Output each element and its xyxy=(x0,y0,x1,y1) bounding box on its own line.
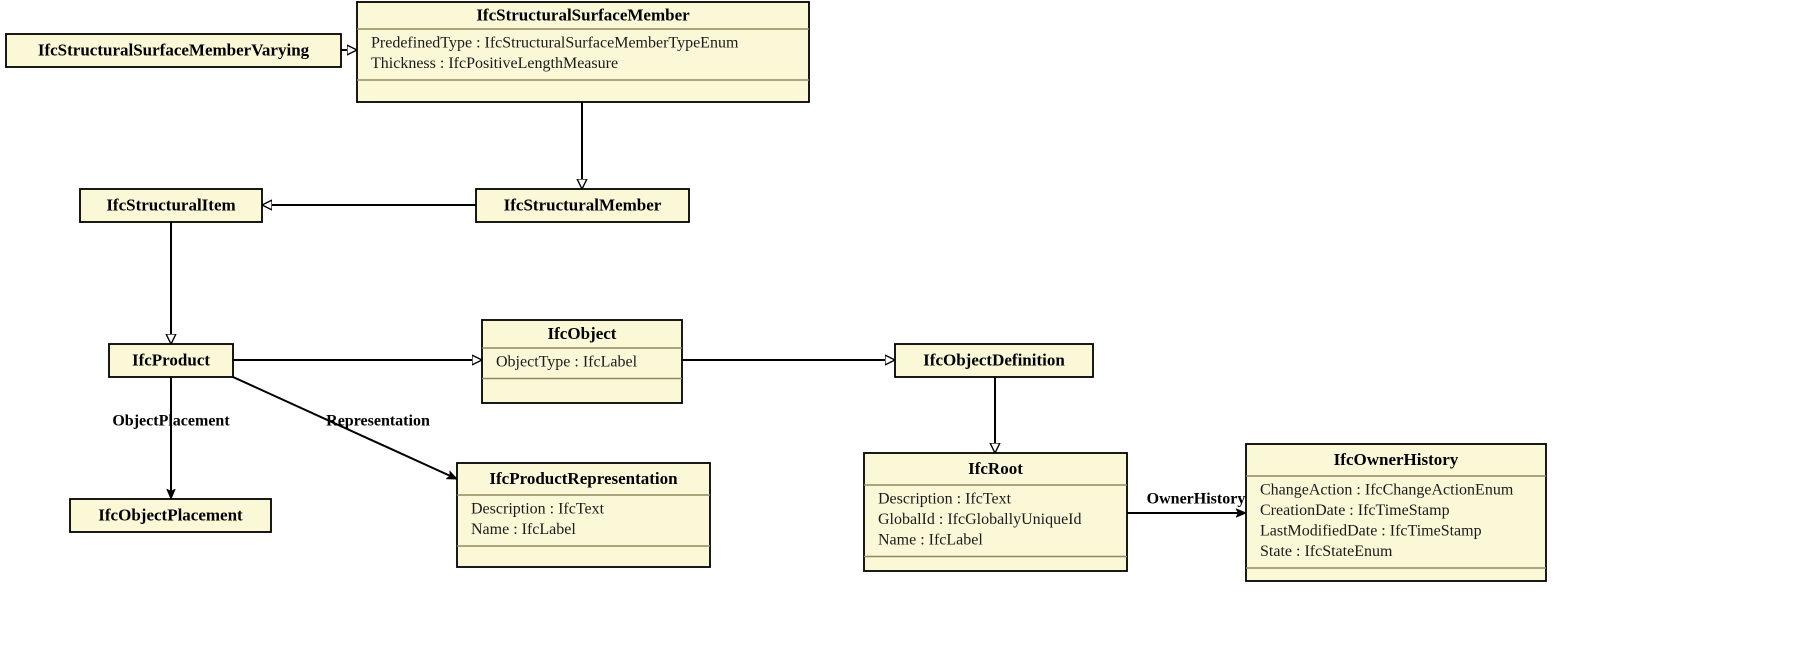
class-name-label: IfcStructuralSurfaceMemberVarying xyxy=(38,40,310,59)
class-box-frame xyxy=(356,1,810,103)
class-name-label: IfcProduct xyxy=(132,350,210,369)
class-name-label: IfcProductRepresentation xyxy=(489,469,678,488)
class-box-frame xyxy=(481,319,683,404)
class-box-frame xyxy=(108,343,234,378)
class-attribute: CreationDate : IfcTimeStamp xyxy=(1260,502,1450,519)
class-name-label: IfcOwnerHistory xyxy=(1334,450,1459,469)
class-name-label: IfcRoot xyxy=(968,459,1023,478)
class-box-IfcObjectDefinition[interactable]: IfcObjectDefinition xyxy=(894,343,1094,378)
class-box-frame xyxy=(5,33,342,68)
class-attribute: GlobalId : IfcGloballyUniqueId xyxy=(878,511,1082,528)
class-name-label: IfcStructuralItem xyxy=(106,195,235,214)
class-box-IfcStructuralSurfaceMemberVarying[interactable]: IfcStructuralSurfaceMemberVarying xyxy=(5,33,342,68)
class-attribute: Thickness : IfcPositiveLengthMeasure xyxy=(371,55,618,72)
class-box-frame xyxy=(69,498,272,533)
class-box-IfcProduct[interactable]: IfcProduct xyxy=(108,343,234,378)
relationship-label: Representation xyxy=(326,413,430,430)
relationship-label: ObjectPlacement xyxy=(112,413,230,430)
class-box-frame xyxy=(456,462,711,568)
class-box-IfcObjectPlacement[interactable]: IfcObjectPlacement xyxy=(69,498,272,533)
class-box-frame xyxy=(894,343,1094,378)
class-attribute: Name : IfcLabel xyxy=(878,532,983,549)
class-box-IfcStructuralMember[interactable]: IfcStructuralMember xyxy=(475,188,690,223)
class-box-frame xyxy=(863,452,1128,572)
class-name-label: IfcObjectPlacement xyxy=(98,505,243,524)
class-name-label: IfcObject xyxy=(548,324,617,343)
class-attribute: PredefinedType : IfcStructuralSurfaceMem… xyxy=(371,35,739,52)
relationship-label: OwnerHistory xyxy=(1147,491,1246,508)
class-box-frame xyxy=(475,188,690,223)
class-attribute: Description : IfcText xyxy=(878,491,1012,508)
class-attribute: Name : IfcLabel xyxy=(471,521,576,538)
class-box-IfcStructuralItem[interactable]: IfcStructuralItem xyxy=(79,188,263,223)
class-attribute: Description : IfcText xyxy=(471,501,605,518)
class-name-label: IfcObjectDefinition xyxy=(923,350,1065,369)
class-name-label: IfcStructuralSurfaceMember xyxy=(476,5,690,24)
class-attribute: LastModifiedDate : IfcTimeStamp xyxy=(1260,523,1482,540)
class-attribute: ChangeAction : IfcChangeActionEnum xyxy=(1260,482,1514,499)
class-attribute: ObjectType : IfcLabel xyxy=(496,354,638,371)
relationship-label-layer: ObjectPlacement RepresentationOwnerHistor… xyxy=(112,413,1245,508)
class-node-layer: IfcStructuralSurfaceMemberVaryingIfcStru… xyxy=(5,1,1547,582)
relationship-layer xyxy=(171,50,1246,513)
class-box-frame xyxy=(79,188,263,223)
class-box-frame xyxy=(1245,443,1547,582)
class-box-IfcStructuralSurfaceMember[interactable]: IfcStructuralSurfaceMemberPredefinedType… xyxy=(356,1,810,103)
class-name-label: IfcStructuralMember xyxy=(504,195,662,214)
class-attribute: State : IfcStateEnum xyxy=(1260,543,1393,560)
relationship-association xyxy=(232,376,457,480)
